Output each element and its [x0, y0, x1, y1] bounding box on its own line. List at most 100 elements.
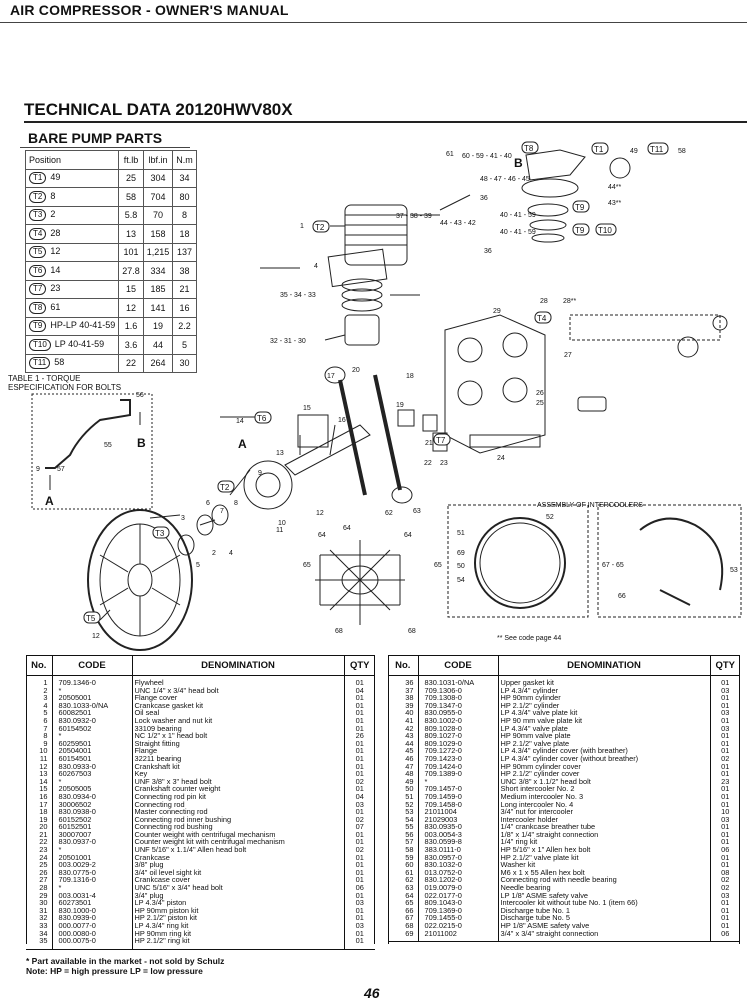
ring-2 — [341, 288, 383, 302]
part-number: 60 — [388, 861, 419, 869]
exploded-pump-diagram: 56 55 57 9 61 60 - 59 - 41 - 40 48 - 47 … — [31, 141, 742, 651]
part-number: 68 — [388, 922, 419, 930]
part-denomination: LP 4.3/4" piston — [132, 899, 345, 907]
callout-68: 68 — [335, 628, 343, 635]
part-code: 21029003 — [418, 816, 499, 824]
part-qty: 01 — [721, 898, 730, 908]
part-denomination: HP 90mm ring kit — [132, 929, 345, 938]
torque-position-label: 12 — [50, 246, 61, 257]
part-denomination: Long intercooler No. 4 — [498, 800, 711, 809]
head-cover-shape — [525, 149, 586, 181]
torque-header-lbfin: lbf.in — [142, 150, 174, 170]
oil-sight — [677, 336, 699, 358]
part-denomination: Connecting rod bushing — [132, 823, 345, 831]
part-denomination: Connecting rod pin kit — [132, 793, 345, 801]
part-denomination: HP 2.1/2" valve plate kit — [498, 854, 711, 862]
callout-25: 25 — [536, 400, 544, 407]
part-denomination: 1/4" crankcase breather tube — [498, 823, 711, 831]
part-denomination: LP 4.3/4" valve plate — [498, 724, 711, 733]
part-denomination: HP 90mm valve plate — [498, 732, 711, 740]
torque-tag-badge: T4 — [29, 227, 47, 240]
part-code: 60154502 — [52, 724, 133, 733]
part-code: * — [52, 778, 133, 786]
part-denomination: Key — [132, 770, 345, 778]
part-code: 019.0079-0 — [418, 884, 499, 892]
torque-tag-badge: T3 — [29, 209, 47, 222]
callout-49: 49 — [630, 148, 638, 155]
part-code: 60152502 — [52, 816, 133, 824]
callout-65b: 65 — [434, 562, 442, 569]
part-qty: 01 — [355, 837, 364, 847]
hp-cylinder-cap — [609, 157, 631, 179]
part-code: 809.1029-0 — [418, 740, 499, 748]
part-code: 003.0029-2 — [52, 861, 133, 869]
part-code: 60273501 — [52, 899, 133, 907]
footnote: * Part available in the market - not sol… — [26, 956, 224, 976]
callout-36b: 36 — [484, 248, 492, 255]
part-number: 42 — [388, 724, 419, 733]
part-number: 43 — [388, 732, 419, 740]
part-qty: 01 — [721, 791, 730, 801]
part-code: 20504001 — [52, 747, 133, 755]
callout-5: 5 — [196, 562, 200, 569]
callout-36a: 36 — [480, 195, 488, 202]
callout-7: 7 — [220, 508, 224, 515]
torque-nm: 18 — [172, 224, 197, 244]
letter-b-main: B — [514, 156, 523, 170]
letter-b-detail: B — [137, 436, 146, 450]
part-code: 21011002 — [418, 929, 499, 943]
part-number: 64 — [388, 892, 419, 900]
part-qty: 01 — [721, 784, 730, 794]
torque-position-label: 28 — [50, 227, 61, 238]
torque-tag-badge: T2 — [29, 190, 47, 203]
part-denomination: Medium intercooler No. 3 — [498, 793, 711, 801]
part-number: 11 — [26, 755, 53, 763]
torque-header-row: Position ft.lb lbf.in N.m — [24, 150, 197, 170]
part-qty: 08 — [721, 867, 730, 877]
part-code: 709.1308-0 — [418, 694, 499, 702]
part-qty: 01 — [355, 715, 364, 725]
torque-ftlb: 5.8 — [118, 205, 144, 225]
part-number: 57 — [388, 838, 419, 847]
part-code: 709.1423-0 — [418, 755, 499, 763]
part-code: 013.0752-0 — [418, 869, 499, 877]
footnote-market: * Part available in the market - not sol… — [26, 956, 225, 966]
callout-8: 8 — [234, 500, 238, 507]
part-qty: 01 — [355, 829, 364, 839]
part-number: 22 — [26, 838, 53, 847]
callout-52: 52 — [546, 514, 554, 521]
part-number: 65 — [388, 899, 419, 907]
callout-14: 14 — [236, 418, 244, 425]
part-code: 709.1457-0 — [418, 785, 499, 793]
part-qty: 01 — [355, 738, 364, 748]
part-number: 48 — [388, 770, 419, 778]
tag-t5: T5 — [86, 614, 96, 623]
callout-10: 10 — [278, 520, 286, 527]
torque-header-ftlb: ft.lb — [118, 150, 144, 170]
crankcase-body — [444, 314, 546, 454]
part-qty: 01 — [355, 753, 364, 763]
part-code: 383.0111-0 — [418, 846, 499, 854]
callout-24: 24 — [497, 455, 505, 462]
part-qty: 03 — [355, 921, 364, 930]
part-code: 830.1032-0 — [418, 861, 499, 869]
